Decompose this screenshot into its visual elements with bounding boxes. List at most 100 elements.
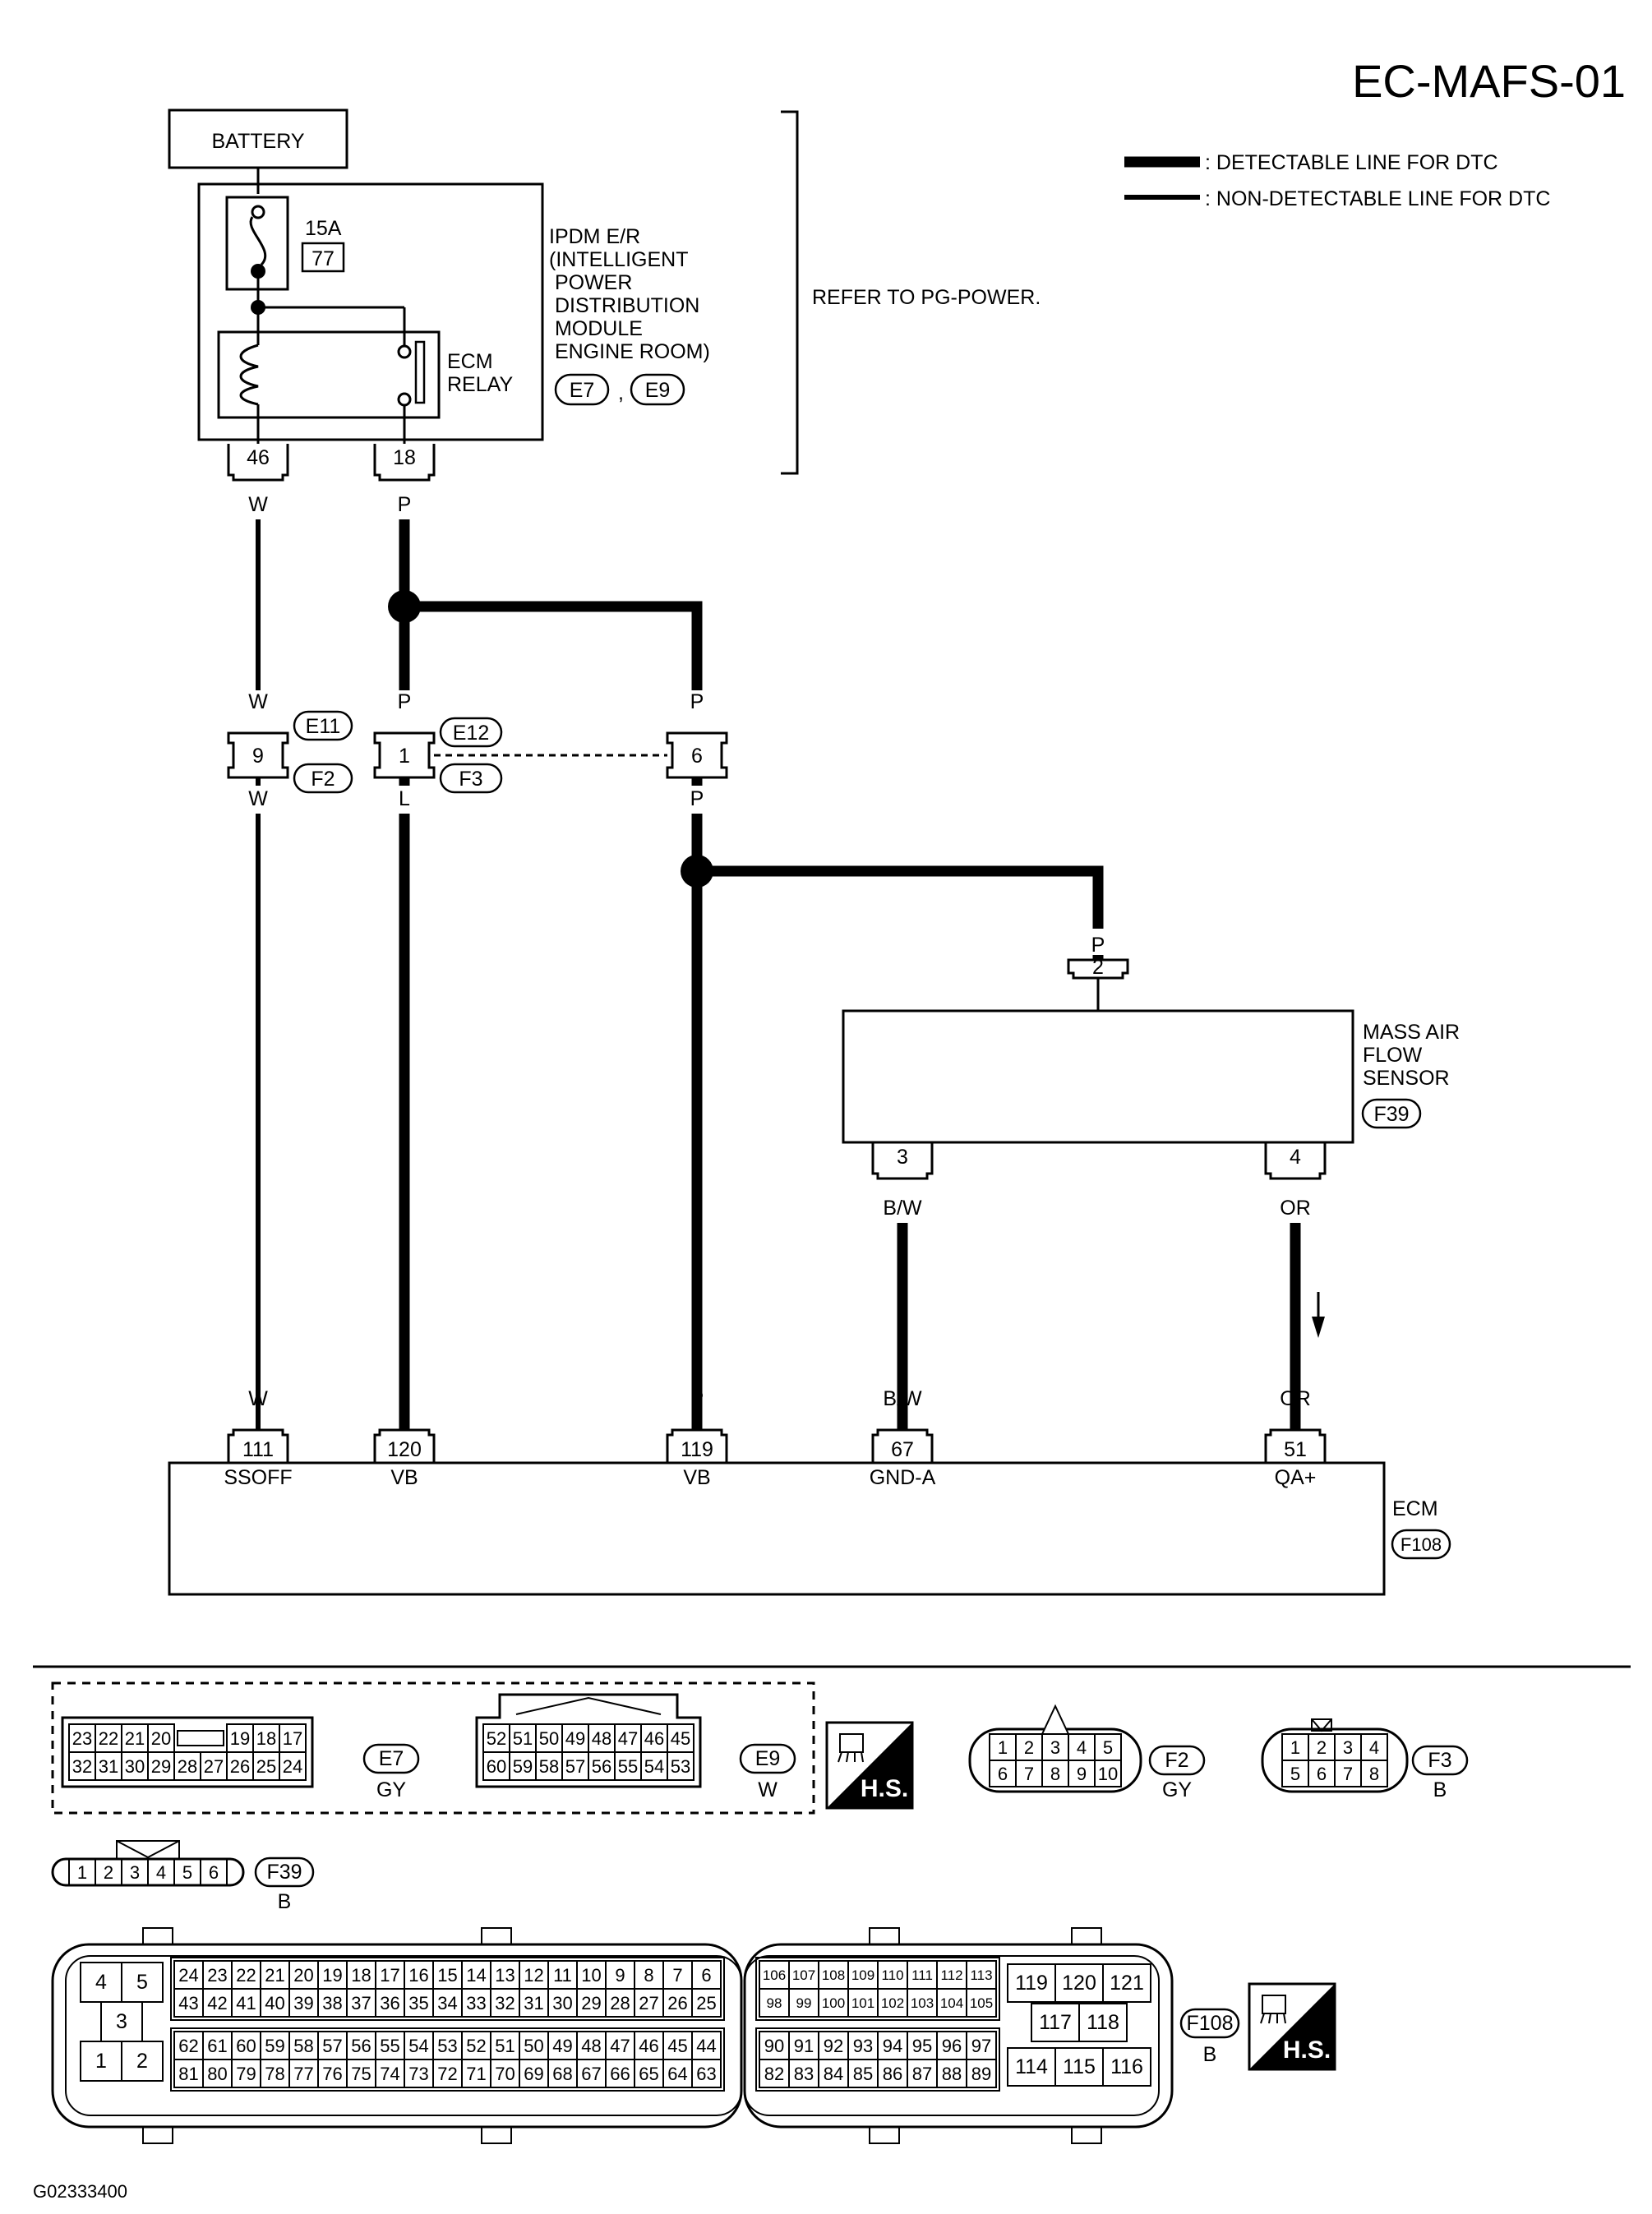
pin-label: 17 <box>283 1728 302 1749</box>
svg-text:6: 6 <box>691 745 703 768</box>
pin-label: 8 <box>1050 1764 1060 1784</box>
pin-label: 9 <box>615 1965 625 1986</box>
pin-label: 27 <box>204 1756 224 1777</box>
pin-label: 11 <box>553 1965 572 1986</box>
pin-label: 101 <box>851 1995 874 2011</box>
pin-label: 31 <box>99 1756 118 1777</box>
pin-label: 53 <box>437 2036 457 2056</box>
pin-label: 113 <box>970 1967 992 1983</box>
pin-label: 6 <box>998 1764 1008 1784</box>
wire-w-label-2: W <box>248 690 268 713</box>
pin-label: 18 <box>256 1728 276 1749</box>
pin-label: 58 <box>539 1756 559 1777</box>
pin-label: 68 <box>552 2064 572 2084</box>
pin-label: 106 <box>763 1967 786 1983</box>
pin-label: 66 <box>610 2064 630 2084</box>
wire-l-label-1: L <box>399 787 410 810</box>
pin-label: 4 <box>95 1971 107 1994</box>
pin-label: 43 <box>178 1993 198 2013</box>
ecm-conn: F108 <box>1401 1534 1442 1555</box>
ecm-label: ECM <box>1392 1497 1438 1520</box>
pin-label: 120 <box>1062 1972 1096 1995</box>
pin-label: 61 <box>207 2036 227 2056</box>
pin-label: 22 <box>236 1965 256 1986</box>
f2-id: F2 <box>1165 1749 1188 1772</box>
ecm-pin-number: 67 <box>891 1438 914 1461</box>
conn-f3: F3 <box>459 768 482 791</box>
svg-text:9: 9 <box>252 745 264 768</box>
ipdm-label-2: (INTELLIGENT <box>549 248 688 271</box>
relay-label-2: RELAY <box>447 373 513 396</box>
pin-label: 2 <box>1024 1737 1034 1758</box>
ecm-pin-name: GND-A <box>870 1466 936 1489</box>
pin-label: 10 <box>581 1965 601 1986</box>
pin-label: 22 <box>99 1728 118 1749</box>
pin-label: 37 <box>351 1993 371 2013</box>
pin-label: 85 <box>853 2064 873 2084</box>
pin-label: 95 <box>912 2036 932 2056</box>
pin-label: 44 <box>696 2036 716 2056</box>
pin-label: 54 <box>644 1756 664 1777</box>
pin-label: 30 <box>125 1756 145 1777</box>
pin-label: 8 <box>1369 1764 1379 1784</box>
pin-label: 89 <box>971 2064 991 2084</box>
pin-label: 121 <box>1110 1972 1144 1995</box>
pin-label: 12 <box>524 1965 543 1986</box>
pin-label: 9 <box>1077 1764 1087 1784</box>
pin-label: 79 <box>236 2064 256 2084</box>
pin-label: 111 <box>911 1967 933 1983</box>
ecm-pin-name: VB <box>390 1466 418 1489</box>
pin-label: 40 <box>265 1993 284 2013</box>
pin-label: 72 <box>437 2064 457 2084</box>
pin-label: 107 <box>792 1967 815 1983</box>
pin-label: 118 <box>1087 2011 1119 2034</box>
wire-or-label-1: OR <box>1280 1197 1311 1220</box>
pin-label: 31 <box>524 1993 543 2013</box>
pg-power-note: REFER TO PG-POWER. <box>812 286 1041 309</box>
pin-label: 87 <box>912 2064 932 2084</box>
ipdm-pin-46: 46 <box>227 444 289 482</box>
pin-label: 3 <box>130 1862 140 1883</box>
pin-label: 108 <box>822 1967 845 1983</box>
ecm-pin-number: 111 <box>242 1438 274 1461</box>
pin-label: 5 <box>136 1971 148 1994</box>
pin-label: 91 <box>794 2036 814 2056</box>
figure-code: G02333400 <box>33 2181 127 2202</box>
pin-label: 96 <box>942 2036 962 2056</box>
pin-label: 54 <box>408 2036 428 2056</box>
pin-label: 52 <box>487 1728 506 1749</box>
maf-pin-3: 3 <box>897 1146 908 1169</box>
pin-label: 5 <box>182 1862 192 1883</box>
pin-label: 5 <box>1290 1764 1300 1784</box>
pin-label: 7 <box>672 1965 682 1986</box>
ecm-pin-number: 51 <box>1284 1438 1307 1461</box>
wire-p-label-1: P <box>398 493 412 516</box>
pin-label: 24 <box>283 1756 302 1777</box>
pin-label: 98 <box>767 1995 782 2011</box>
pin-label: 77 <box>293 2064 313 2084</box>
pin-label: 84 <box>824 2064 843 2084</box>
pin-label: 3 <box>1050 1737 1060 1758</box>
pin-label: 93 <box>853 2036 873 2056</box>
pin-label: 39 <box>293 1993 313 2013</box>
pin-label: 10 <box>1098 1764 1118 1784</box>
pin-label: 23 <box>207 1965 227 1986</box>
conn-e11: E11 <box>306 715 341 738</box>
pin-label: 6 <box>209 1862 219 1883</box>
hs-label: H.S. <box>1283 2036 1331 2064</box>
pin-label: 73 <box>408 2064 428 2084</box>
pin-label: 7 <box>1024 1764 1034 1784</box>
ecm-pin-name: QA+ <box>1275 1466 1317 1489</box>
legend: : DETECTABLE LINE FOR DTC : NON-DETECTAB… <box>1124 151 1550 210</box>
pin-label: 48 <box>581 2036 601 2056</box>
svg-text:1: 1 <box>399 745 410 768</box>
legend-non-detectable-label: : NON-DETECTABLE LINE FOR DTC <box>1205 187 1550 210</box>
pin-label: 83 <box>794 2064 814 2084</box>
pin-label: 33 <box>466 1993 486 2013</box>
conn-e12: E12 <box>453 722 489 745</box>
pin-label: 6 <box>1317 1764 1327 1784</box>
